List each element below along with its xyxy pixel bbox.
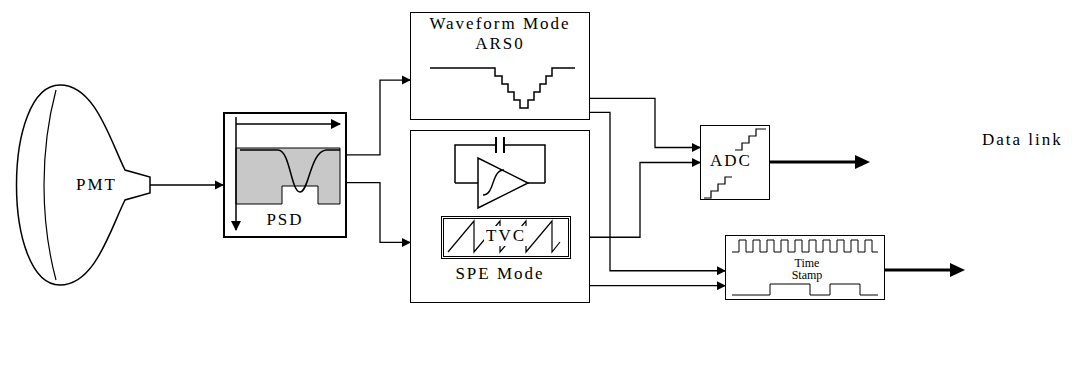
integration-curve	[483, 170, 504, 195]
output-arrowhead	[950, 263, 965, 277]
psd-box: PSD	[223, 112, 347, 238]
node-label: TVC	[484, 226, 528, 246]
time-axis	[236, 123, 340, 125]
tvc-box: TVC	[441, 216, 571, 259]
psd-gate-region	[236, 148, 340, 204]
output-line	[770, 161, 856, 164]
node-label: ADC	[710, 151, 752, 171]
capacitor-plate	[495, 137, 497, 153]
node-label: PSD	[266, 210, 303, 230]
node-label: Waveform Mode ARS0	[425, 14, 575, 54]
output-line	[885, 269, 951, 272]
adc-staircase	[704, 177, 732, 198]
clock-signal	[732, 240, 878, 252]
signal-arrow	[590, 285, 725, 286]
pmt-tube: PMT	[0, 85, 150, 285]
sawtooth-ramp	[448, 221, 560, 252]
signal-arrow	[590, 112, 725, 270]
adc-staircase	[735, 129, 766, 150]
signal-arrow	[590, 163, 700, 238]
pmt-outline	[17, 85, 151, 285]
amplifier-symbol	[478, 158, 528, 208]
waveform-mode-box: Waveform Mode ARS0	[410, 12, 590, 120]
sampled-waveform	[430, 68, 575, 108]
adc-box: ADC	[700, 125, 770, 200]
node-label: PMT	[76, 175, 117, 195]
capacitor-plate	[503, 137, 505, 153]
node-label: Time Stamp	[780, 257, 834, 281]
data-link-label: Data link	[982, 130, 1063, 150]
gate-signal	[732, 284, 878, 295]
pmt-window-line	[44, 90, 56, 280]
pulse-waveform	[240, 150, 340, 192]
output-arrowhead	[855, 155, 870, 169]
time-stamp-box: Time Stamp	[725, 235, 885, 300]
spe-mode-box: SPE Mode TVC	[410, 130, 590, 303]
signal-arrow	[150, 184, 223, 185]
node-label: SPE Mode	[455, 264, 544, 284]
signal-arrow	[347, 80, 410, 155]
signal-arrow	[590, 98, 700, 147]
signal-arrow	[347, 183, 410, 243]
amplitude-axis	[235, 117, 237, 230]
